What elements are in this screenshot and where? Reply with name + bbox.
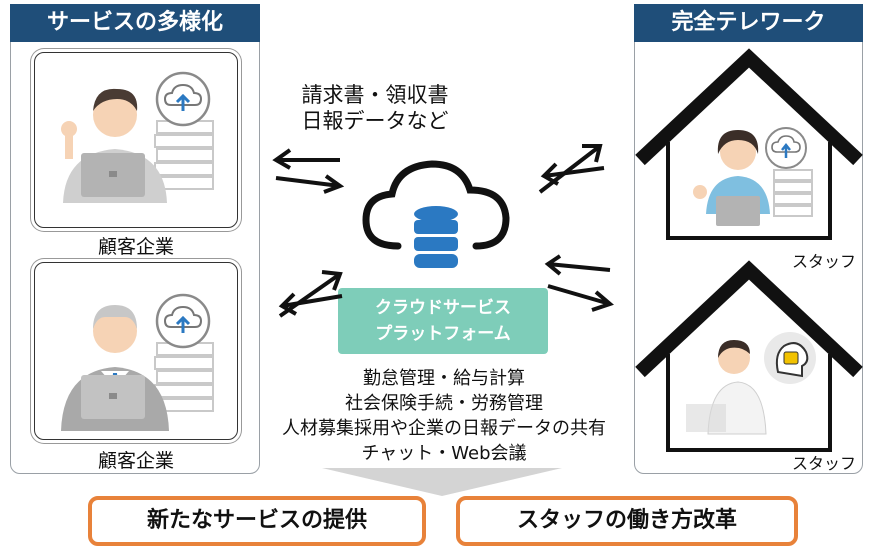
feature-item: 社会保険手続・労務管理 xyxy=(345,393,543,414)
data-types-line2: 日報データなど xyxy=(301,109,449,133)
exchange-arrows-bottom-right xyxy=(544,254,614,312)
staff-label-top: スタッフ xyxy=(792,252,857,271)
senior-business-person-icon xyxy=(61,293,214,431)
result-down-arrow xyxy=(322,468,562,496)
client-label-top: 顧客企業 xyxy=(97,236,174,258)
client-panel-header: サービスの多様化 xyxy=(10,4,260,42)
outcome-staff-work-reform: スタッフの働き方改革 xyxy=(456,496,798,546)
staff-panel xyxy=(634,22,863,474)
platform-features: 勤怠管理・給与計算 社会保険手続・労務管理 人材募集採用や企業の日報データの共有… xyxy=(262,366,626,466)
house-icon-bottom xyxy=(635,260,863,452)
outcome-new-services: 新たなサービスの提供 xyxy=(88,496,426,546)
staff-label-bottom: スタッフ xyxy=(792,454,857,473)
data-types-text: 請求書・領収書 日報データなど xyxy=(270,82,480,134)
client-label-bottom: 顧客企業 xyxy=(97,450,174,472)
exchange-arrows-top-left xyxy=(272,148,345,194)
platform-line2: プラットフォーム xyxy=(375,324,511,344)
business-person-icon xyxy=(61,71,214,203)
feature-item: 勤怠管理・給与計算 xyxy=(363,368,525,389)
client-card-bottom xyxy=(34,262,238,440)
platform-line1: クラウドサービス xyxy=(375,298,511,318)
feature-item: チャット・Web会議 xyxy=(361,443,527,464)
data-types-line1: 請求書・領収書 xyxy=(301,83,449,107)
house-icon-top xyxy=(635,48,863,240)
cloud-platform-badge: クラウドサービス プラットフォーム xyxy=(338,288,548,354)
client-card-top xyxy=(34,52,238,228)
staff-panel-header: 完全テレワーク xyxy=(634,4,863,42)
exchange-arrows-bottom-left xyxy=(278,270,343,318)
feature-item: 人材募集採用や企業の日報データの共有 xyxy=(282,418,606,439)
cloud-database-icon xyxy=(362,160,510,268)
exchange-arrows-top-right xyxy=(538,144,605,194)
